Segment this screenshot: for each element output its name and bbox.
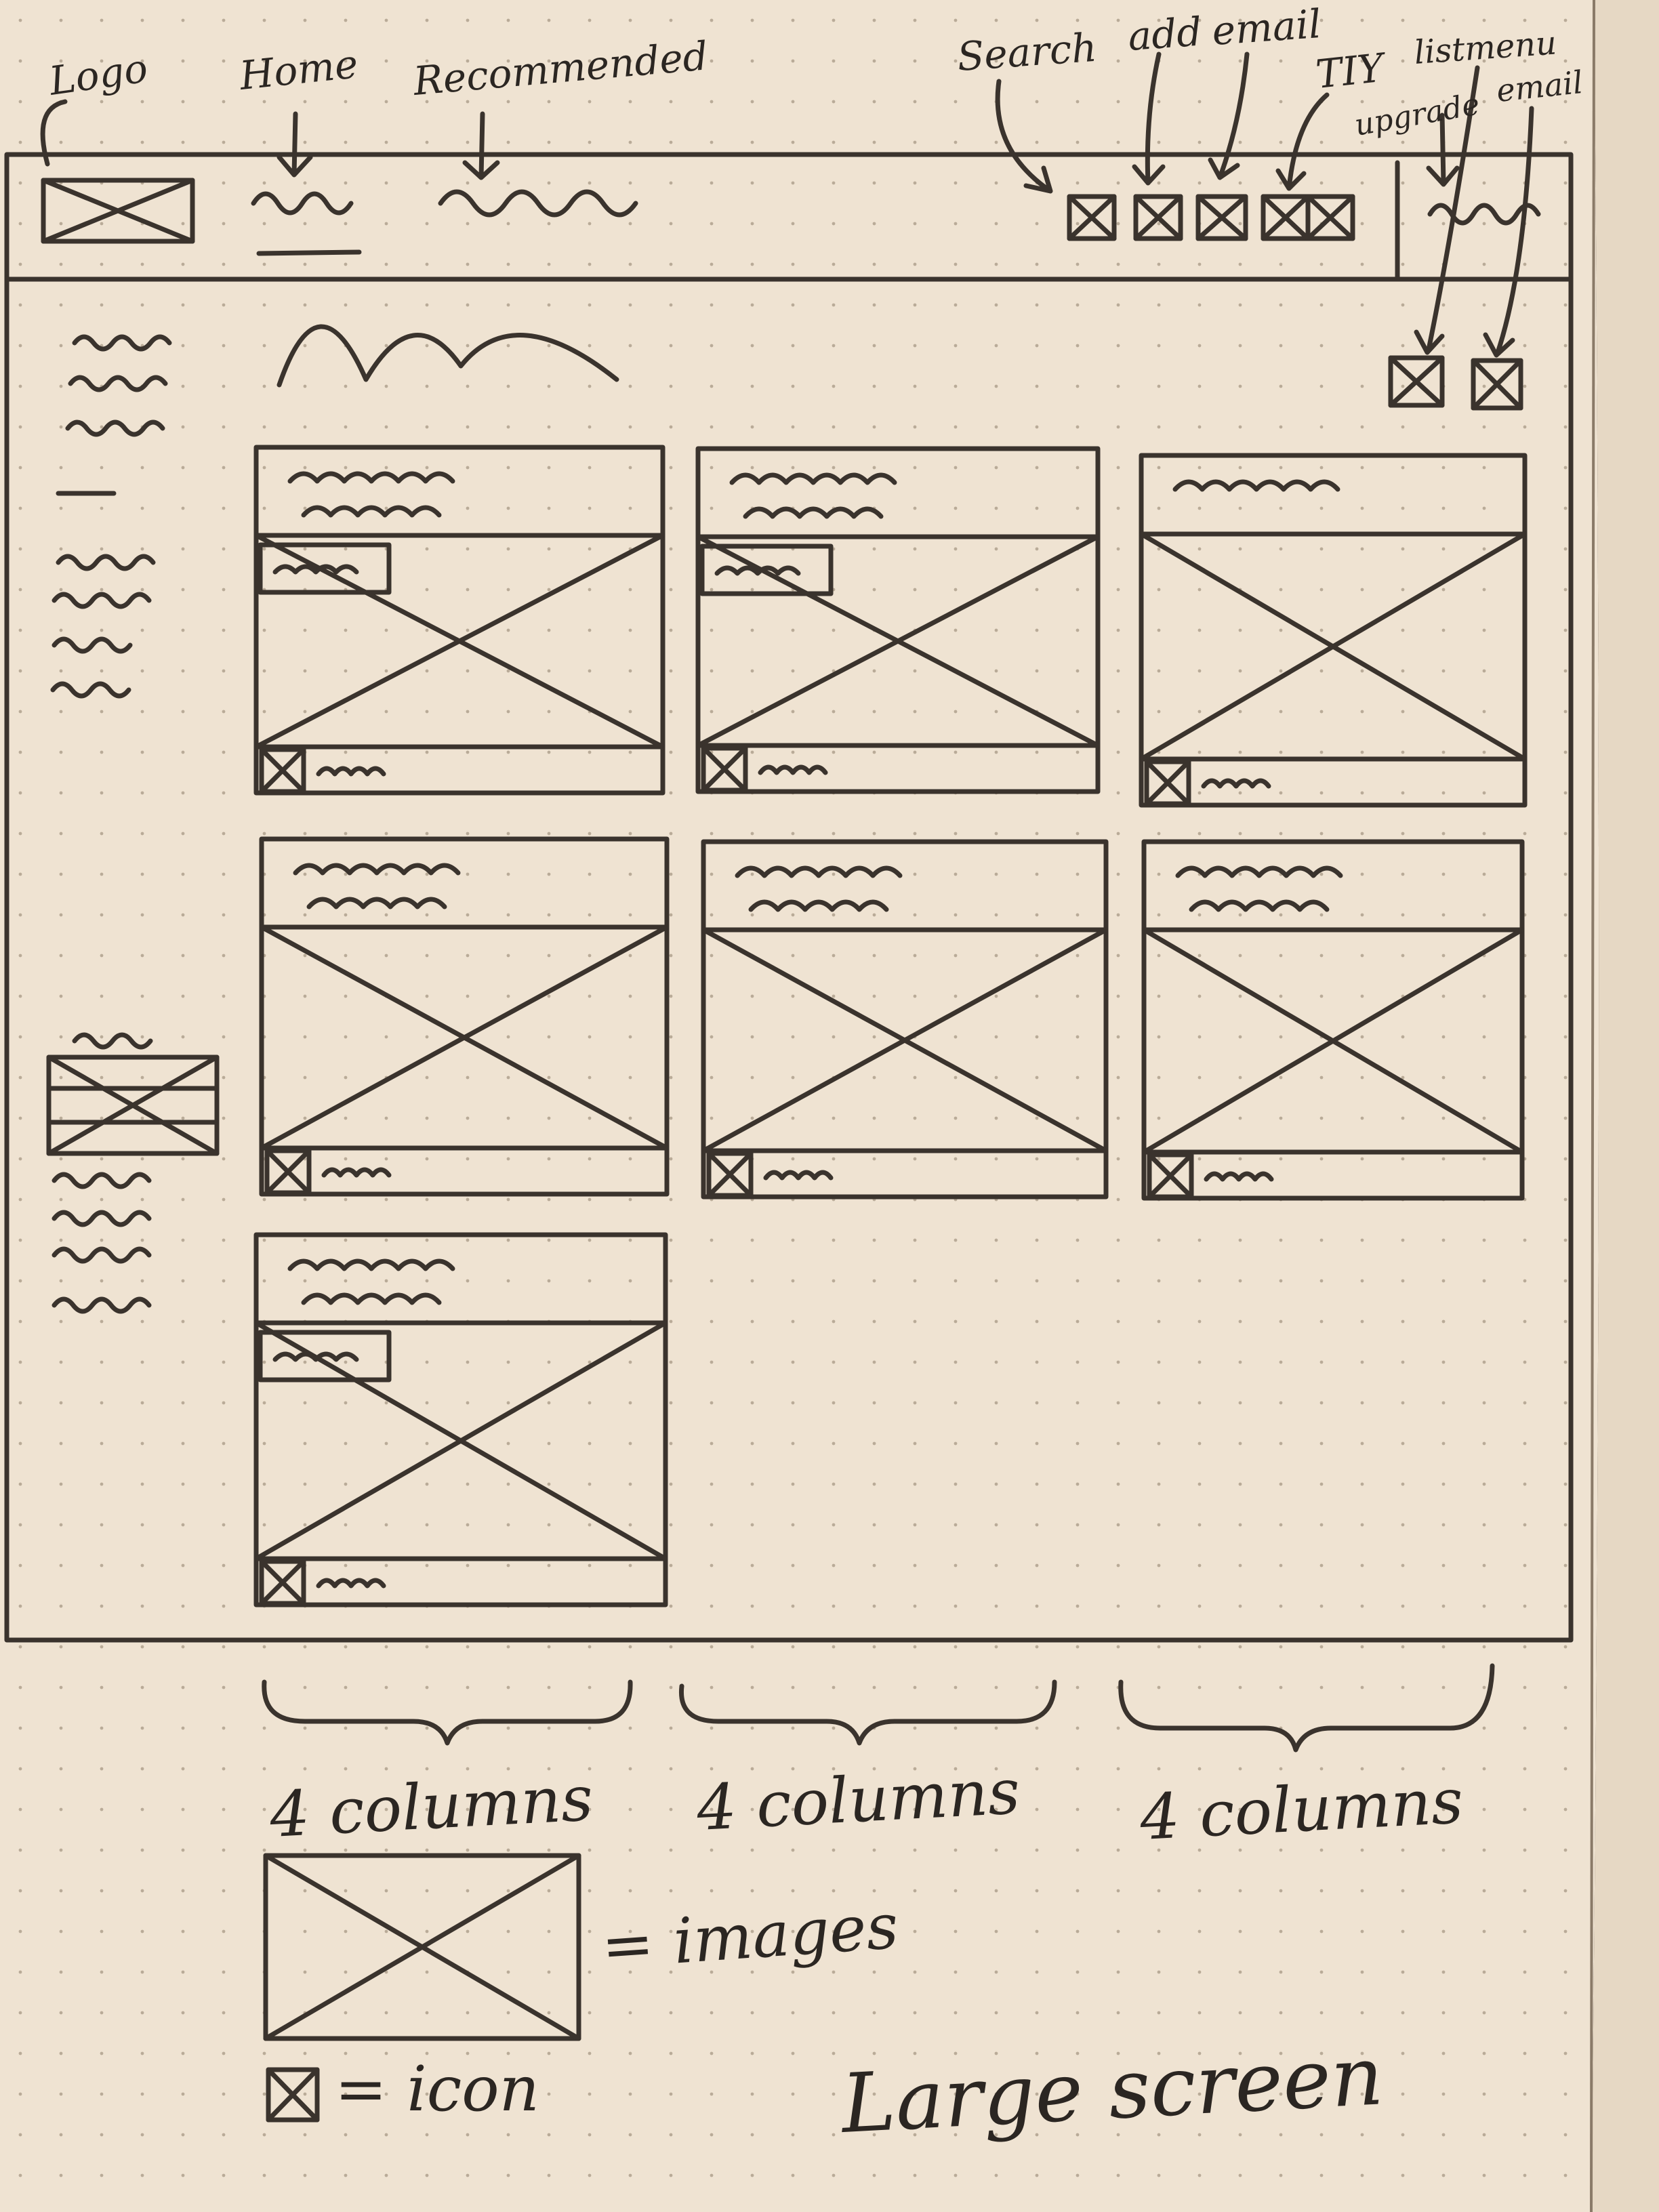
- arrow-upgrade: [1426, 112, 1460, 187]
- arrow-tiy: [1275, 92, 1330, 191]
- email-icon-2[interactable]: [1471, 358, 1523, 411]
- add-icon[interactable]: [1133, 194, 1183, 241]
- sidebar-text-top: [65, 334, 172, 437]
- card-caption: [1204, 1171, 1274, 1182]
- card-frame: [259, 836, 670, 1197]
- column-label-3: 4 columns: [1138, 1765, 1465, 1854]
- search-icon[interactable]: [1067, 194, 1117, 241]
- card-image: [1141, 927, 1525, 1155]
- card-image: [253, 533, 665, 750]
- column-brace-2: [678, 1679, 1057, 1746]
- browser-frame: [4, 152, 1574, 1643]
- card-badge: [258, 1330, 392, 1382]
- card-badge: [258, 542, 392, 595]
- card-caption: [316, 1578, 386, 1589]
- next-page-edge: [1591, 0, 1659, 2212]
- card-image: [253, 1320, 668, 1561]
- column-brace-3: [1118, 1663, 1495, 1753]
- nav-active-underline: [256, 249, 362, 256]
- annotation-add: add: [1126, 9, 1203, 60]
- content-card[interactable]: [701, 839, 1109, 1200]
- card-image: [695, 534, 1101, 748]
- card-icon[interactable]: [706, 1151, 754, 1198]
- sidebar-ad-image: [46, 1054, 220, 1156]
- card-title: [287, 1258, 455, 1305]
- email-icon[interactable]: [1195, 194, 1248, 241]
- card-title: [735, 865, 903, 912]
- legend-icon-symbol: [266, 2067, 320, 2123]
- annotation-email: email: [1210, 1, 1322, 54]
- arrow-search: [995, 79, 1053, 194]
- card-icon[interactable]: [259, 747, 306, 794]
- card-image: [259, 924, 670, 1151]
- card-frame: [701, 839, 1109, 1200]
- content-card[interactable]: [695, 446, 1101, 794]
- arrow-recommended: [462, 111, 500, 180]
- card-icon[interactable]: [264, 1148, 312, 1195]
- annotation-search: Search: [956, 24, 1098, 80]
- arrow-list-menu: [1414, 65, 1480, 355]
- card-frame: [253, 445, 665, 796]
- sidebar-text-bottom: [52, 1172, 152, 1314]
- column-label-2: 4 columns: [695, 1755, 1022, 1845]
- list-menu-icon[interactable]: [1388, 355, 1445, 408]
- card-title: [293, 863, 461, 909]
- arrow-email: [1208, 52, 1250, 180]
- arrow-email-2: [1483, 106, 1534, 358]
- card-caption: [1201, 778, 1271, 789]
- column-label-1: 4 columns: [268, 1762, 595, 1851]
- annotation-tiy: TIY: [1313, 44, 1389, 98]
- card-caption: [316, 766, 386, 777]
- content-card[interactable]: [253, 1232, 668, 1607]
- card-frame: [253, 1232, 668, 1607]
- content-card[interactable]: [1141, 839, 1525, 1201]
- card-title: [1175, 865, 1343, 912]
- content-card[interactable]: [253, 445, 665, 796]
- card-caption: [763, 1170, 834, 1181]
- legend-image-symbol: [263, 1853, 581, 2041]
- nav-recommended[interactable]: [438, 189, 638, 218]
- card-image: [701, 927, 1109, 1153]
- upgrade-link[interactable]: [1427, 203, 1541, 226]
- card-title: [1172, 479, 1340, 492]
- card-title: [729, 472, 897, 519]
- annotation-email-2: email: [1495, 64, 1585, 109]
- card-badge: [699, 544, 834, 596]
- card-image: [1139, 531, 1528, 762]
- card-icon[interactable]: [701, 745, 748, 793]
- extra-icon[interactable]: [1305, 194, 1355, 241]
- card-title: [287, 471, 455, 518]
- legend-icon-label: = icon: [335, 2053, 539, 2125]
- card-icon[interactable]: [1144, 759, 1191, 806]
- content-card[interactable]: [1139, 453, 1528, 808]
- card-icon[interactable]: [1147, 1152, 1194, 1200]
- card-frame: [1141, 839, 1525, 1201]
- card-frame: [695, 446, 1101, 794]
- sidebar-ad-caption: [72, 1032, 153, 1050]
- card-caption: [758, 764, 828, 775]
- card-frame: [1139, 453, 1528, 808]
- sidebar-text-list: [50, 554, 156, 699]
- logo-placeholder[interactable]: [41, 178, 195, 244]
- arrow-add: [1132, 52, 1166, 186]
- arrow-home: [276, 111, 313, 178]
- arrow-logo: [40, 99, 68, 167]
- card-icon[interactable]: [259, 1559, 306, 1606]
- page-heading: [276, 324, 619, 388]
- column-brace-1: [262, 1679, 633, 1746]
- card-caption: [321, 1167, 392, 1178]
- content-card[interactable]: [259, 836, 670, 1197]
- nav-home[interactable]: [251, 191, 354, 216]
